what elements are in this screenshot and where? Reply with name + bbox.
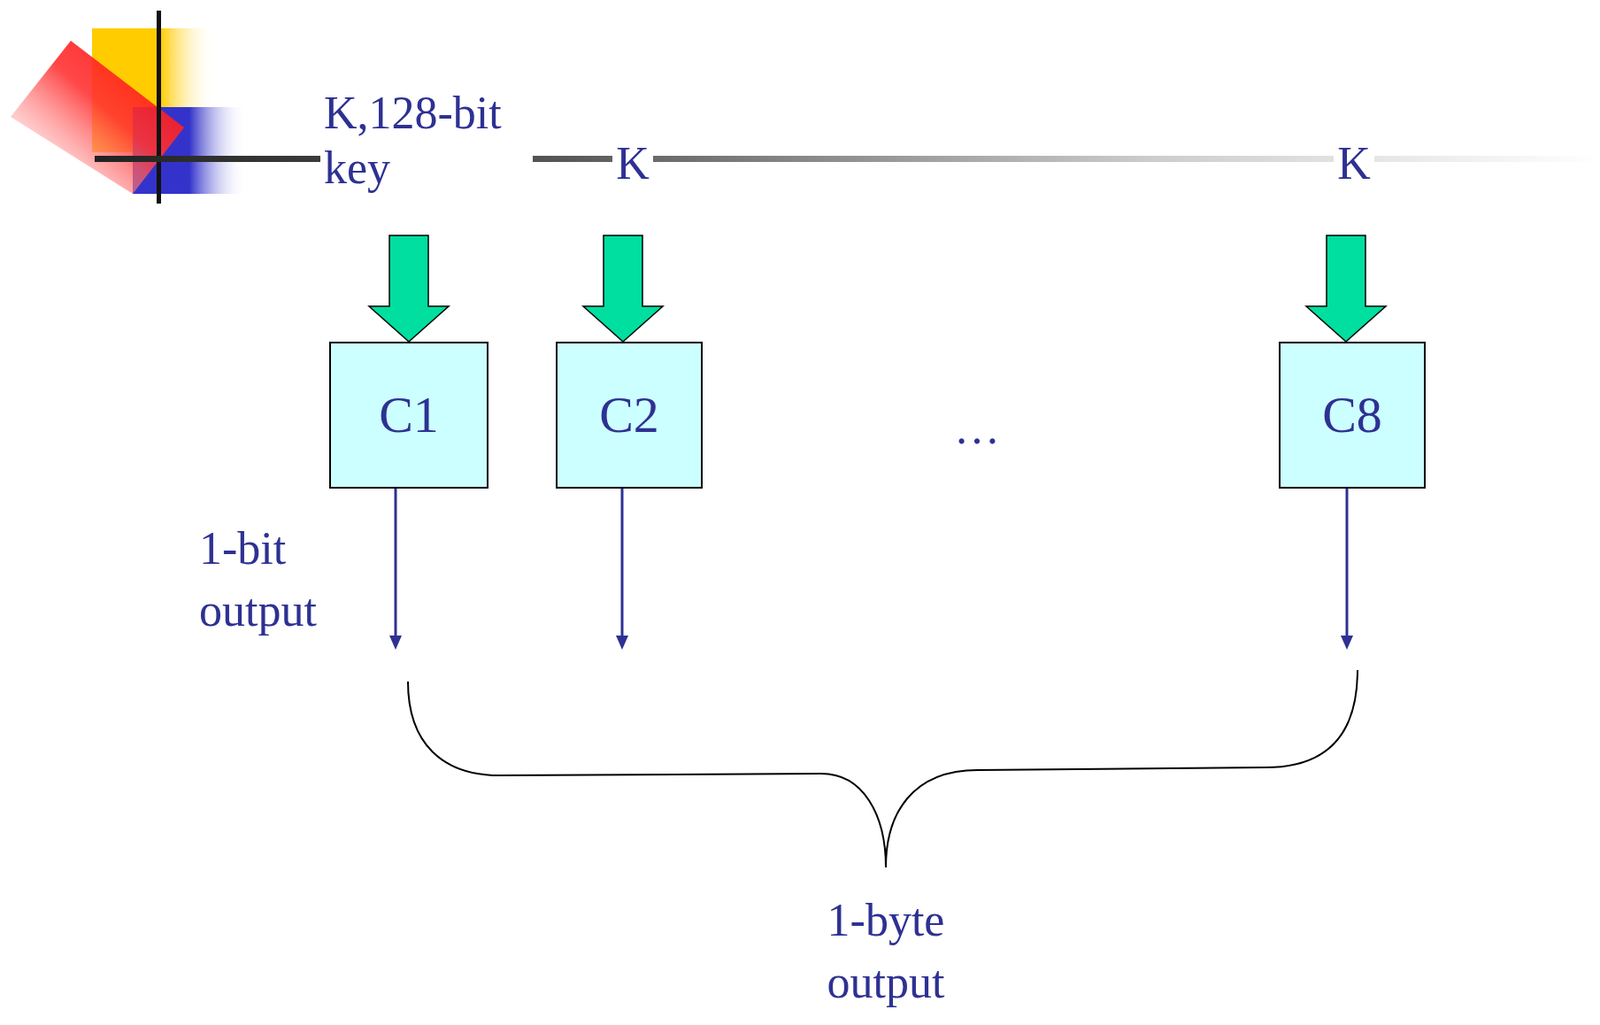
key-label: K,128-bit key bbox=[320, 85, 533, 196]
output-wire bbox=[1346, 488, 1349, 639]
output-arrows bbox=[389, 488, 1354, 650]
ellipsis-label: … bbox=[953, 400, 1000, 456]
arrow-head bbox=[389, 635, 402, 650]
logo-vertical-line bbox=[156, 10, 162, 204]
output-label: 1-bit output bbox=[199, 517, 377, 642]
key-arrow bbox=[583, 235, 663, 342]
key-label: K bbox=[1333, 136, 1375, 192]
key-arrow bbox=[1306, 235, 1386, 342]
box-label: C1 bbox=[378, 386, 439, 444]
process-box: C8 bbox=[1278, 341, 1426, 489]
box-label: C2 bbox=[599, 386, 660, 444]
output-wire bbox=[394, 488, 398, 639]
key-arrow bbox=[369, 235, 449, 342]
arrow-head bbox=[615, 635, 629, 650]
process-box: C2 bbox=[555, 341, 703, 489]
corner-logo bbox=[10, 10, 247, 204]
process-box: C1 bbox=[329, 341, 489, 489]
box-label: C8 bbox=[1322, 386, 1383, 444]
output-label: 1-byte output bbox=[770, 889, 1001, 1014]
output-wire bbox=[621, 488, 624, 639]
curly-brace bbox=[407, 669, 1358, 868]
key-arrows bbox=[369, 235, 1386, 342]
key-label: K bbox=[612, 136, 654, 192]
arrow-head bbox=[1340, 635, 1354, 650]
